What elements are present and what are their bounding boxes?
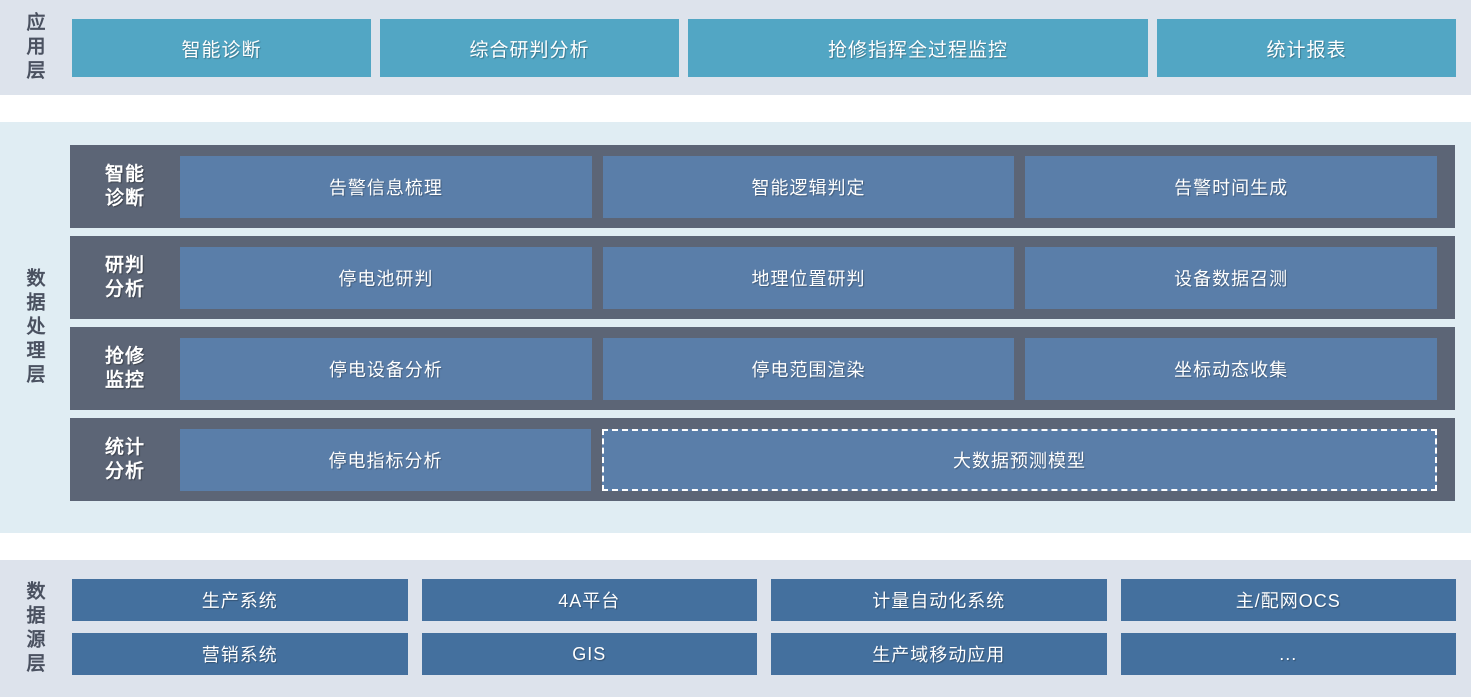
- processing-cells: 告警信息梳理 智能逻辑判定 告警时间生成: [180, 155, 1455, 218]
- category-line-2: 分析: [104, 460, 145, 482]
- app-box-comprehensive-analysis[interactable]: 综合研判分析: [380, 19, 679, 77]
- data-processing-layer-band: 数据处理层 智能 诊断 告警信息梳理 智能逻辑判定 告警时间生成 研判 分析 停…: [0, 122, 1471, 533]
- processing-cell-intelligent-logic-judgment[interactable]: 智能逻辑判定: [602, 155, 1015, 218]
- application-layer-band: 应用层 智能诊断 综合研判分析 抢修指挥全过程监控 统计报表: [0, 0, 1471, 95]
- application-layer-label: 应用层: [10, 0, 58, 95]
- data-processing-layer-label: 数据处理层: [10, 122, 58, 533]
- processing-cell-outage-device-analysis[interactable]: 停电设备分析: [180, 337, 592, 400]
- data-source-row-2: 营销系统 GIS 生产域移动应用 ...: [72, 633, 1456, 675]
- processing-cell-geographic-location-judgment[interactable]: 地理位置研判: [602, 246, 1015, 309]
- category-line-1: 抢修: [104, 345, 145, 367]
- processing-cell-outage-range-rendering[interactable]: 停电范围渲染: [602, 337, 1015, 400]
- processing-row-category-judgment-analysis: 研判 分析: [70, 254, 180, 302]
- processing-cells: 停电设备分析 停电范围渲染 坐标动态收集: [180, 337, 1455, 400]
- processing-cells: 停电指标分析 大数据预测模型: [180, 428, 1455, 491]
- category-line-2: 监控: [104, 369, 145, 391]
- data-source-layer-band: 数据源层 生产系统 4A平台 计量自动化系统 主/配网OCS 营销系统 GIS …: [0, 560, 1471, 697]
- category-line-2: 诊断: [104, 187, 145, 209]
- processing-row-category-repair-monitoring: 抢修 监控: [70, 345, 180, 393]
- data-source-layer-label: 数据源层: [10, 560, 58, 697]
- source-box-metering-automation-system[interactable]: 计量自动化系统: [771, 579, 1107, 621]
- processing-row-judgment-analysis: 研判 分析 停电池研判 地理位置研判 设备数据召测: [70, 236, 1455, 319]
- application-layer-boxes: 智能诊断 综合研判分析 抢修指挥全过程监控 统计报表: [72, 19, 1456, 77]
- processing-cell-big-data-prediction-model[interactable]: 大数据预测模型: [602, 428, 1437, 491]
- processing-cell-alarm-info-sorting[interactable]: 告警信息梳理: [180, 155, 592, 218]
- app-box-intelligent-diagnosis[interactable]: 智能诊断: [72, 19, 371, 77]
- source-box-production-mobile-app[interactable]: 生产域移动应用: [771, 633, 1107, 675]
- data-source-layer-label-text: 数据源层: [23, 580, 45, 677]
- source-box-gis[interactable]: GIS: [421, 633, 757, 675]
- data-processing-rows: 智能 诊断 告警信息梳理 智能逻辑判定 告警时间生成 研判 分析 停电池研判 地…: [70, 145, 1455, 501]
- processing-cell-alarm-time-generation[interactable]: 告警时间生成: [1025, 155, 1438, 218]
- processing-row-statistical-analysis: 统计 分析 停电指标分析 大数据预测模型: [70, 418, 1455, 501]
- category-line-1: 研判: [104, 254, 145, 276]
- category-line-1: 统计: [104, 436, 145, 458]
- app-box-statistical-report[interactable]: 统计报表: [1157, 19, 1456, 77]
- processing-cell-coordinate-dynamic-collection[interactable]: 坐标动态收集: [1025, 337, 1438, 400]
- processing-row-intelligent-diagnosis: 智能 诊断 告警信息梳理 智能逻辑判定 告警时间生成: [70, 145, 1455, 228]
- processing-cell-outage-pool-judgment[interactable]: 停电池研判: [180, 246, 592, 309]
- data-source-row-1: 生产系统 4A平台 计量自动化系统 主/配网OCS: [72, 579, 1456, 621]
- source-box-more[interactable]: ...: [1120, 633, 1456, 675]
- processing-cells: 停电池研判 地理位置研判 设备数据召测: [180, 246, 1455, 309]
- source-box-marketing-system[interactable]: 营销系统: [72, 633, 408, 675]
- source-box-main-distribution-ocs[interactable]: 主/配网OCS: [1120, 579, 1456, 621]
- processing-cell-device-data-polling[interactable]: 设备数据召测: [1025, 246, 1438, 309]
- data-processing-layer-label-text: 数据处理层: [23, 267, 45, 388]
- application-layer-label-text: 应用层: [23, 11, 45, 84]
- source-box-production-system[interactable]: 生产系统: [72, 579, 408, 621]
- app-box-repair-command-monitoring[interactable]: 抢修指挥全过程监控: [688, 19, 1148, 77]
- source-box-4a-platform[interactable]: 4A平台: [421, 579, 757, 621]
- data-source-grid: 生产系统 4A平台 计量自动化系统 主/配网OCS 营销系统 GIS 生产域移动…: [72, 579, 1456, 675]
- processing-row-category-intelligent-diagnosis: 智能 诊断: [70, 163, 180, 211]
- processing-row-repair-monitoring: 抢修 监控 停电设备分析 停电范围渲染 坐标动态收集: [70, 327, 1455, 410]
- category-line-1: 智能: [104, 163, 145, 185]
- category-line-2: 分析: [104, 278, 145, 300]
- processing-cell-outage-index-analysis[interactable]: 停电指标分析: [180, 428, 591, 491]
- processing-row-category-statistical-analysis: 统计 分析: [70, 436, 180, 484]
